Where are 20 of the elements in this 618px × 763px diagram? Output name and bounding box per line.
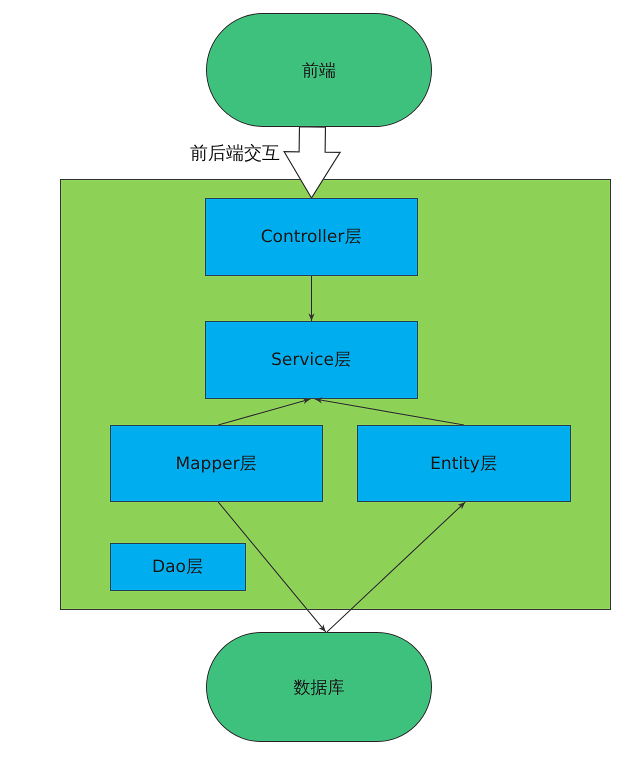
node-label: Dao层 [152, 556, 203, 578]
layer-box [204, 198, 418, 276]
arrow [308, 276, 315, 321]
layer-box [204, 320, 418, 398]
node-label: 前端 [302, 60, 336, 82]
block-arrow [283, 126, 342, 200]
container-area [60, 179, 611, 610]
layer-box [110, 424, 322, 502]
arrow [218, 502, 326, 632]
node-label: Mapper层 [175, 452, 257, 474]
node-label: Entity层 [430, 452, 497, 474]
edge-label: 前后端交互 [190, 140, 280, 164]
layer-box [110, 542, 246, 590]
node-label: Service层 [271, 349, 351, 371]
arrow [314, 397, 464, 426]
arrow [326, 502, 466, 632]
node-label: 数据库 [294, 676, 344, 698]
arrow [218, 398, 311, 426]
node-label: Controller层 [260, 226, 362, 248]
layer-box [356, 424, 570, 502]
